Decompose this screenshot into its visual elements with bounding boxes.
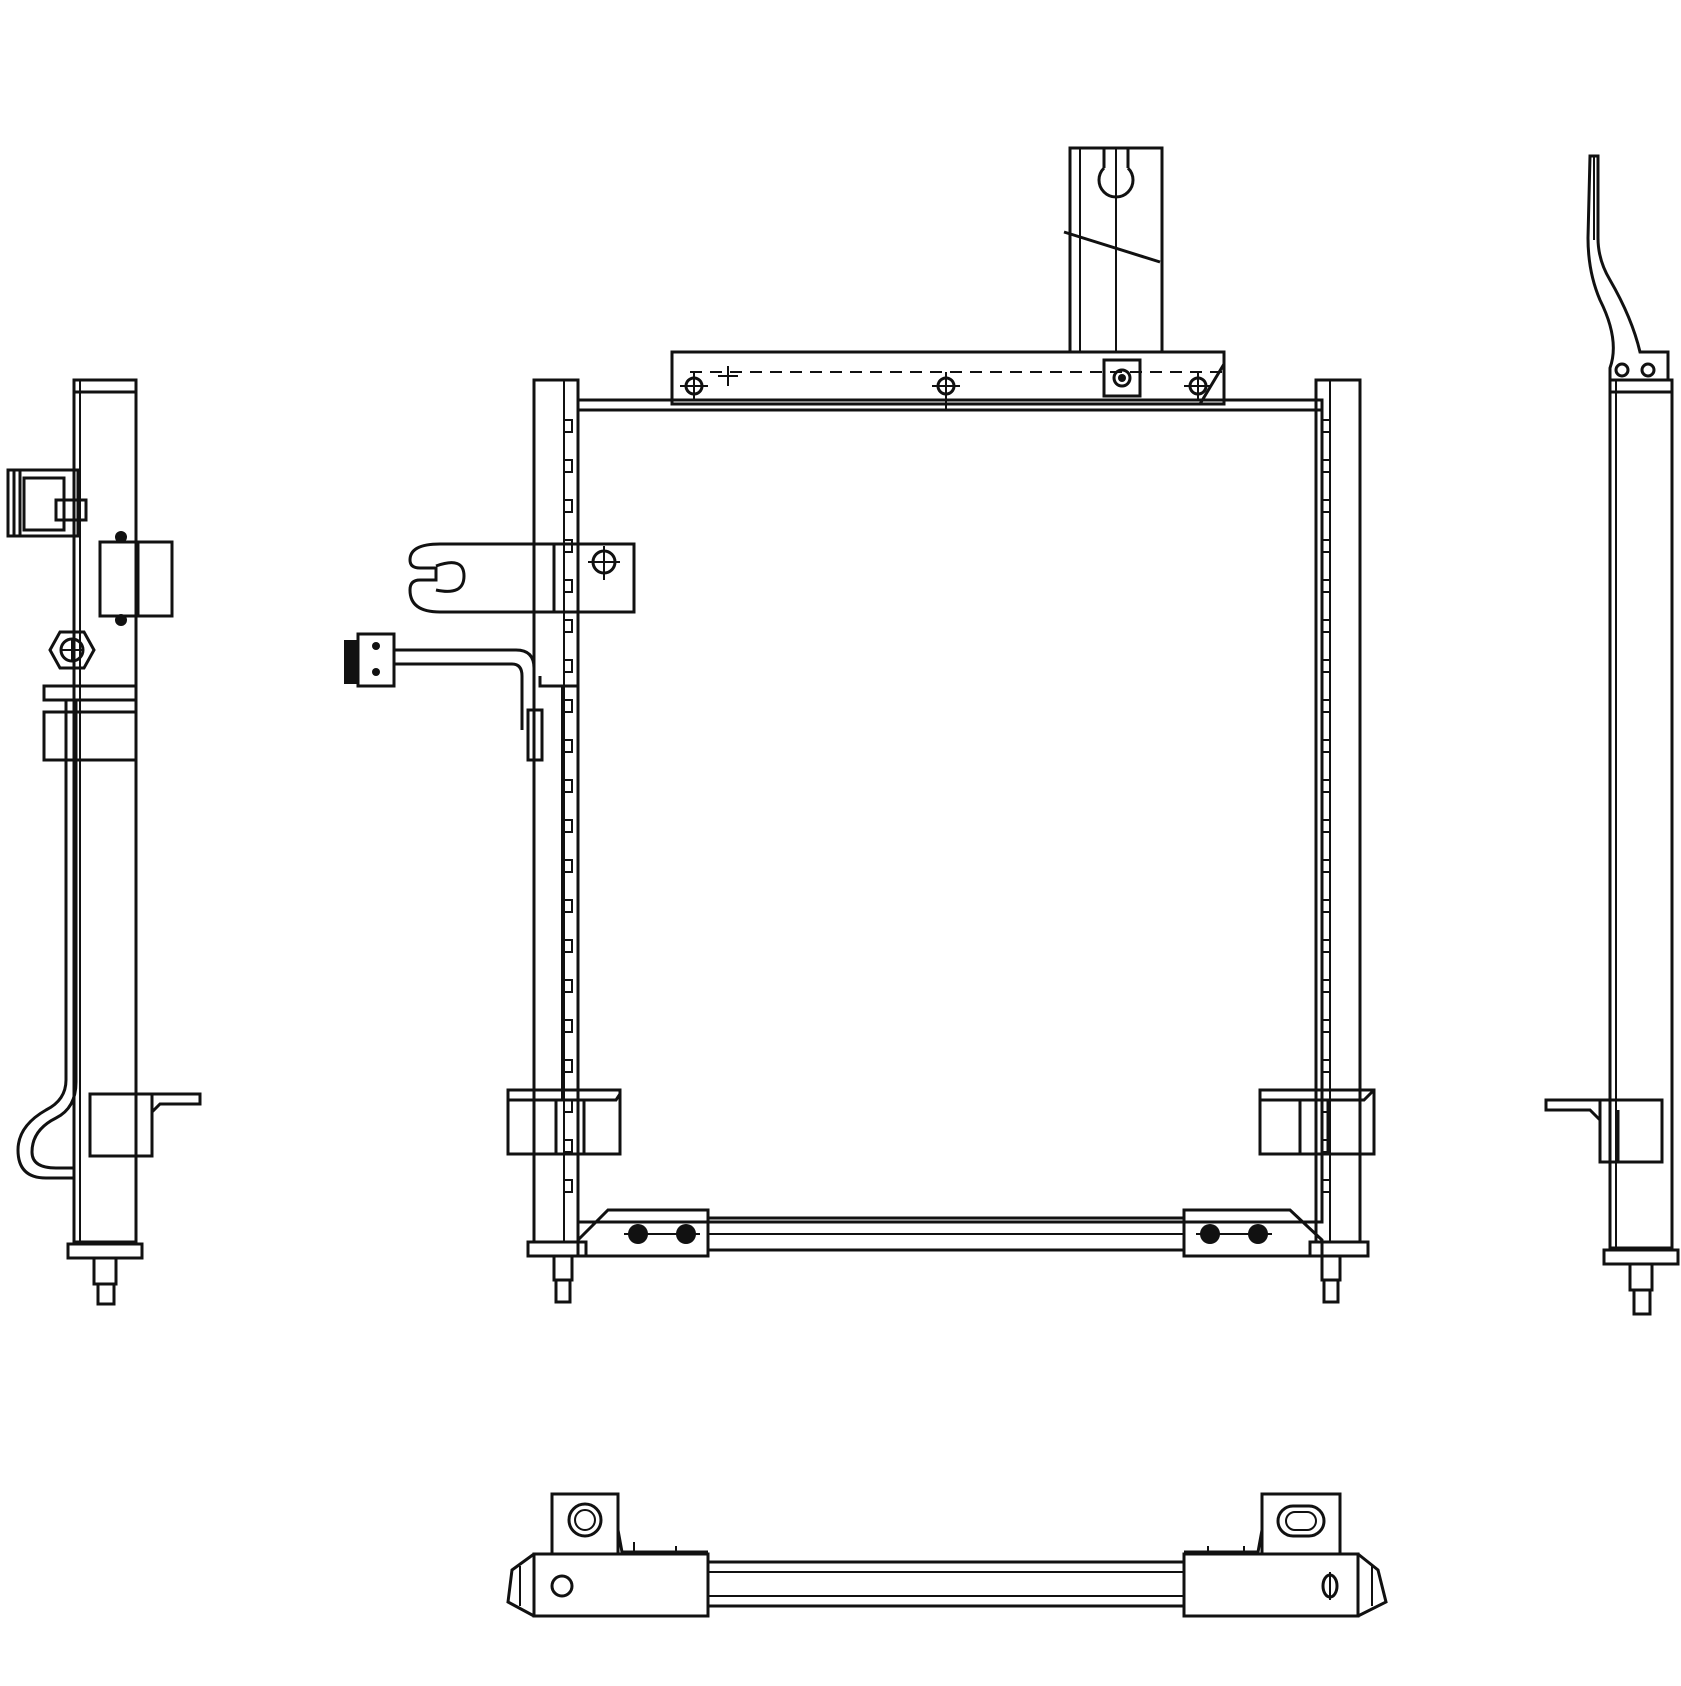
tank-rib <box>1321 659 1330 673</box>
left-tank-ribs <box>564 419 573 1193</box>
tank-rib <box>564 899 573 913</box>
tank-rib <box>1321 1139 1330 1153</box>
tank-rib <box>564 1059 573 1073</box>
tank-rib <box>1321 819 1330 833</box>
left-side-view <box>6 378 202 1306</box>
tank-rib <box>1321 539 1330 553</box>
tank-rib <box>1321 419 1330 433</box>
tank-rib <box>564 579 573 593</box>
tank-rib <box>564 619 573 633</box>
tank-rib <box>564 699 573 713</box>
tank-rib <box>564 659 573 673</box>
tank-rib <box>564 459 573 473</box>
tank-rib <box>564 1099 573 1113</box>
tank-rib <box>1321 1179 1330 1193</box>
tank-rib <box>564 979 573 993</box>
tank-rib <box>564 739 573 753</box>
tank-rib <box>1321 459 1330 473</box>
front-view <box>344 146 1376 1304</box>
right-tank-ribs <box>1321 419 1330 1193</box>
tank-rib <box>564 939 573 953</box>
tank-rib <box>564 819 573 833</box>
tank-rib <box>1321 699 1330 713</box>
tank-rib <box>1321 859 1330 873</box>
bottom-view <box>506 1492 1388 1618</box>
tank-rib <box>564 499 573 513</box>
tank-rib <box>1321 739 1330 753</box>
tank-rib <box>564 1179 573 1193</box>
tank-rib <box>1321 899 1330 913</box>
tank-rib <box>564 859 573 873</box>
tank-rib <box>564 1139 573 1153</box>
tank-rib <box>564 419 573 433</box>
right-side-view <box>1544 154 1680 1316</box>
tank-rib <box>564 1019 573 1033</box>
tank-rib <box>1321 779 1330 793</box>
tank-rib <box>1321 1059 1330 1073</box>
tank-rib <box>1321 979 1330 993</box>
tank-rib <box>1321 579 1330 593</box>
tank-rib <box>564 539 573 553</box>
tank-rib <box>1321 499 1330 513</box>
tank-rib <box>1321 939 1330 953</box>
tank-rib <box>1321 1019 1330 1033</box>
tank-rib <box>1321 619 1330 633</box>
tank-rib <box>564 779 573 793</box>
